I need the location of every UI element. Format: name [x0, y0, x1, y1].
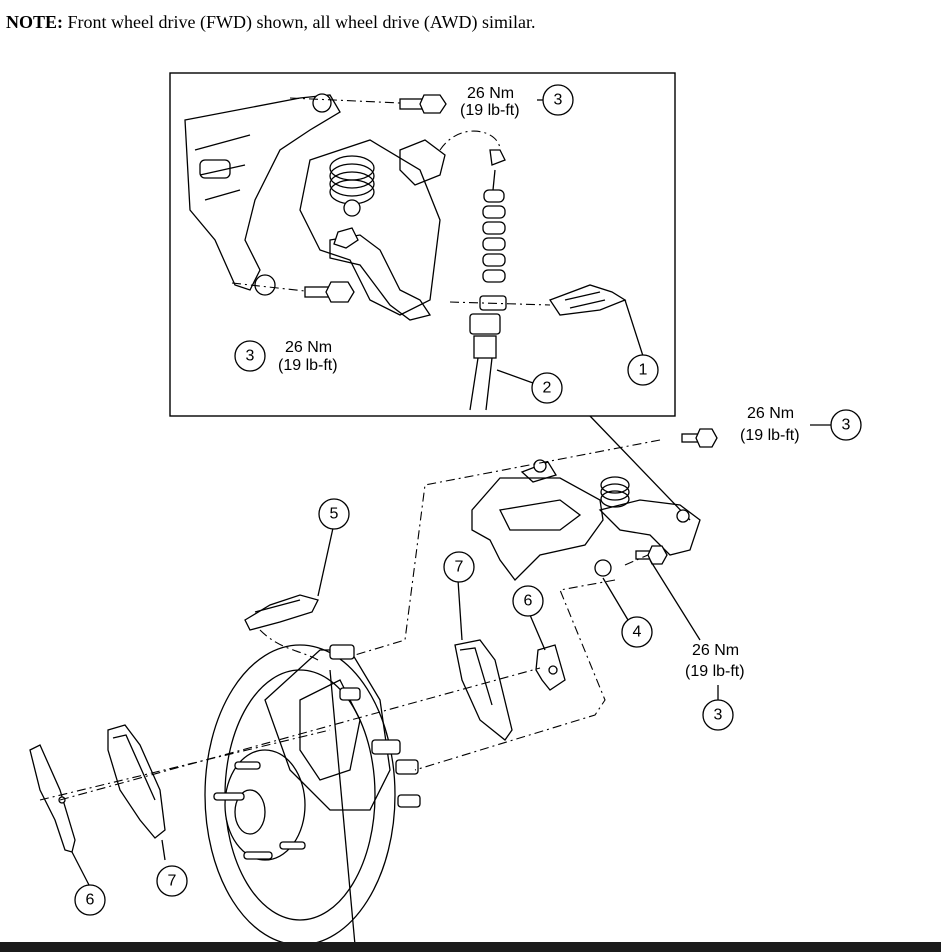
callout-4: 4 [621, 616, 653, 648]
torque-lbft: (19 lb-ft) [740, 427, 800, 444]
note-label: NOTE: [6, 12, 64, 32]
callout-7-middle: 7 [443, 551, 475, 583]
torque-label-right-upper: 26 Nm (19 lb-ft) [740, 405, 800, 444]
torque-label-right-lower: 26 Nm (19 lb-ft) [685, 642, 745, 680]
svg-text:6: 6 [524, 593, 533, 610]
callout-3-inset: 3 [234, 340, 266, 372]
callout-3-top: 3 [542, 84, 574, 116]
callout-6-middle: 6 [512, 585, 544, 617]
detail-inset-frame [169, 72, 676, 417]
torque-lbft: (19 lb-ft) [460, 102, 520, 119]
callout-1: 1 [627, 354, 659, 386]
torque-nm: 26 Nm [285, 339, 332, 356]
torque-label-inset-bottom: 26 Nm (19 lb-ft) [278, 339, 338, 374]
bottom-bar [0, 942, 941, 952]
torque-label-top: 26 Nm (19 lb-ft) [460, 85, 520, 119]
svg-text:2: 2 [543, 380, 552, 397]
inset-bracket-drawing [184, 93, 627, 411]
leader-lines [71, 99, 832, 886]
callout-2: 2 [531, 372, 563, 404]
svg-text:3: 3 [554, 92, 563, 109]
svg-text:4: 4 [633, 624, 642, 641]
callout-7-left: 7 [156, 865, 188, 897]
callout-6-left: 6 [74, 884, 106, 916]
svg-text:3: 3 [246, 348, 255, 365]
svg-text:3: 3 [714, 707, 723, 724]
svg-text:6: 6 [86, 892, 95, 909]
svg-text:3: 3 [842, 417, 851, 434]
inset-leader-line [589, 415, 691, 521]
callout-5: 5 [318, 498, 350, 530]
torque-nm: 26 Nm [747, 405, 794, 422]
note-body: Front wheel drive (FWD) shown, all wheel… [63, 12, 536, 32]
torque-lbft: (19 lb-ft) [685, 663, 745, 680]
callout-3-right-upper: 3 [830, 409, 862, 441]
svg-text:1: 1 [639, 362, 648, 379]
torque-lbft: (19 lb-ft) [278, 357, 338, 374]
svg-text:7: 7 [455, 559, 464, 576]
note-text: NOTE: Front wheel drive (FWD) shown, all… [6, 12, 535, 33]
svg-text:7: 7 [168, 873, 177, 890]
callout-3-right-lower: 3 [702, 699, 734, 731]
torque-nm: 26 Nm [467, 85, 514, 102]
main-assembly-drawing [29, 428, 718, 946]
torque-nm: 26 Nm [692, 642, 739, 659]
svg-text:5: 5 [330, 506, 339, 523]
